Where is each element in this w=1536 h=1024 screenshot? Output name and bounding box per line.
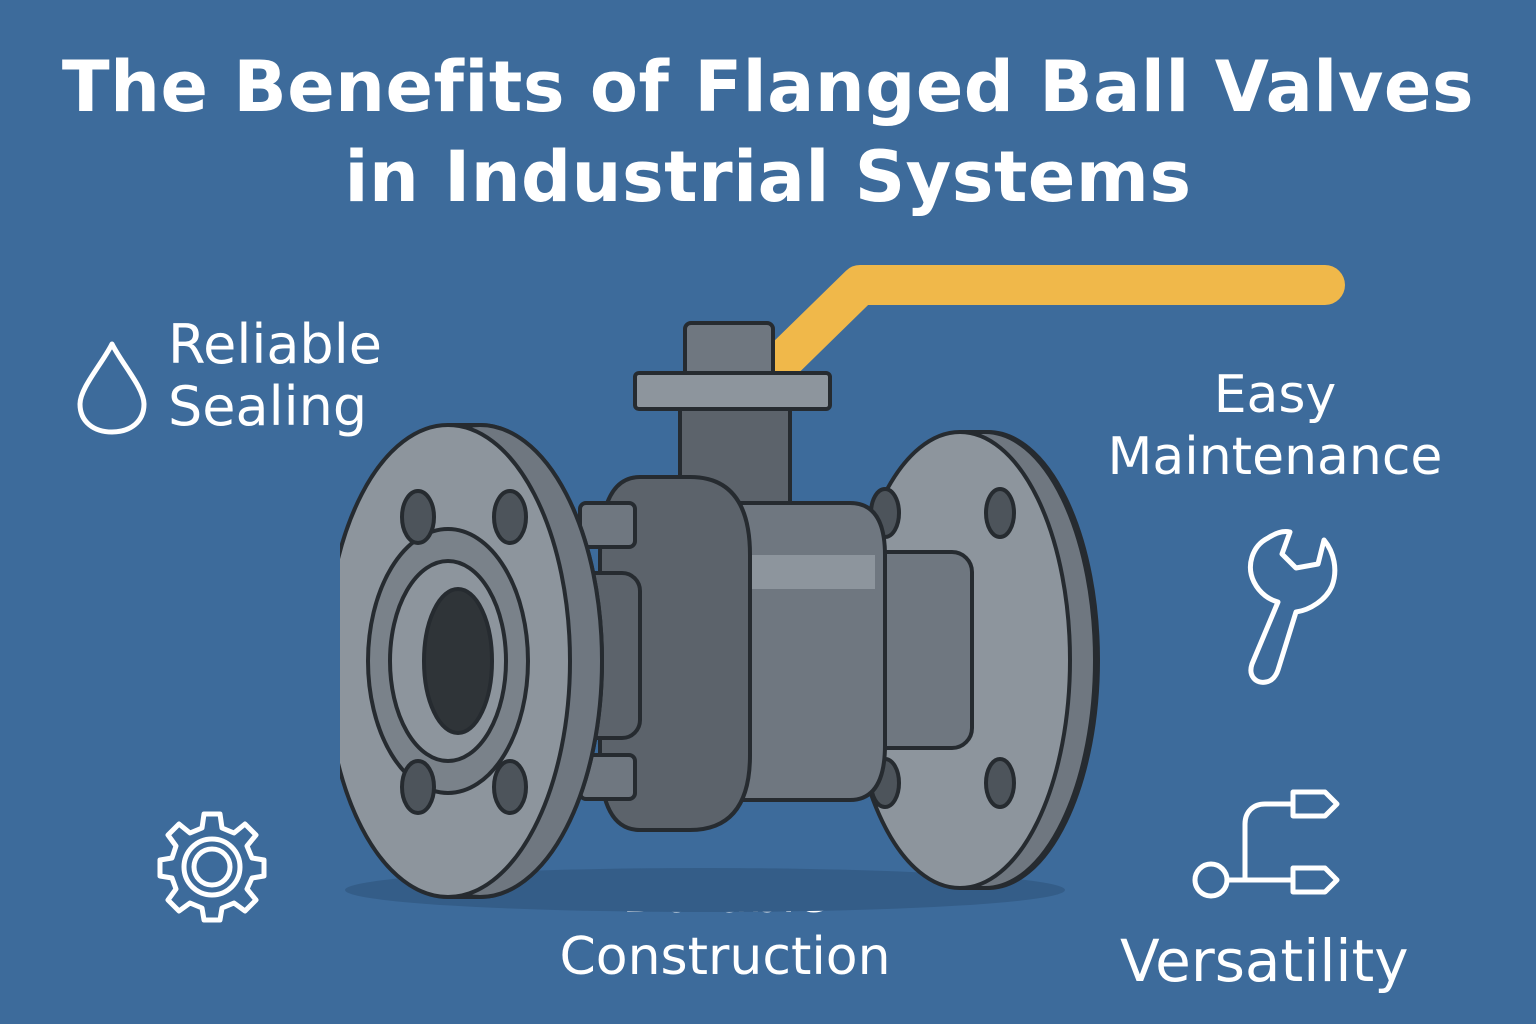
left-flange-bolt — [492, 489, 528, 545]
reliable-sealing-line-1: Reliable — [168, 313, 382, 376]
right-flange-bolt — [984, 757, 1016, 809]
wrench-icon — [1248, 529, 1338, 685]
easy-maintenance-line-2: Maintenance — [1107, 427, 1443, 487]
gear-icon — [157, 811, 267, 923]
right-flange-bolt — [984, 487, 1016, 539]
left-flange-bore — [422, 587, 494, 735]
durable-construction-line-2: Construction — [559, 927, 891, 987]
valve-handle — [750, 265, 1345, 393]
reliable-sealing-line-2: Sealing — [168, 375, 368, 438]
ball-valve-illustration — [340, 265, 1345, 912]
left-flange-bolt — [400, 489, 436, 545]
page-title: The Benefits of Flanged Ball Valves in I… — [0, 42, 1536, 222]
water-drop-icon — [77, 341, 147, 435]
easy-maintenance-line-1: Easy — [1213, 365, 1337, 425]
valve-stem-plate — [633, 371, 832, 411]
left-flange-bolt — [400, 759, 436, 815]
reliable-sealing-label: Reliable Sealing — [168, 314, 382, 438]
title-line-1: The Benefits of Flanged Ball Valves — [61, 46, 1475, 128]
left-flange-bolt — [492, 759, 528, 815]
branch-arrows-icon — [1192, 789, 1340, 899]
title-line-2: in Industrial Systems — [344, 136, 1192, 218]
collar-lug — [578, 501, 637, 549]
easy-maintenance-label: Easy Maintenance — [1100, 364, 1450, 488]
versatility-label: Versatility — [1120, 927, 1409, 995]
